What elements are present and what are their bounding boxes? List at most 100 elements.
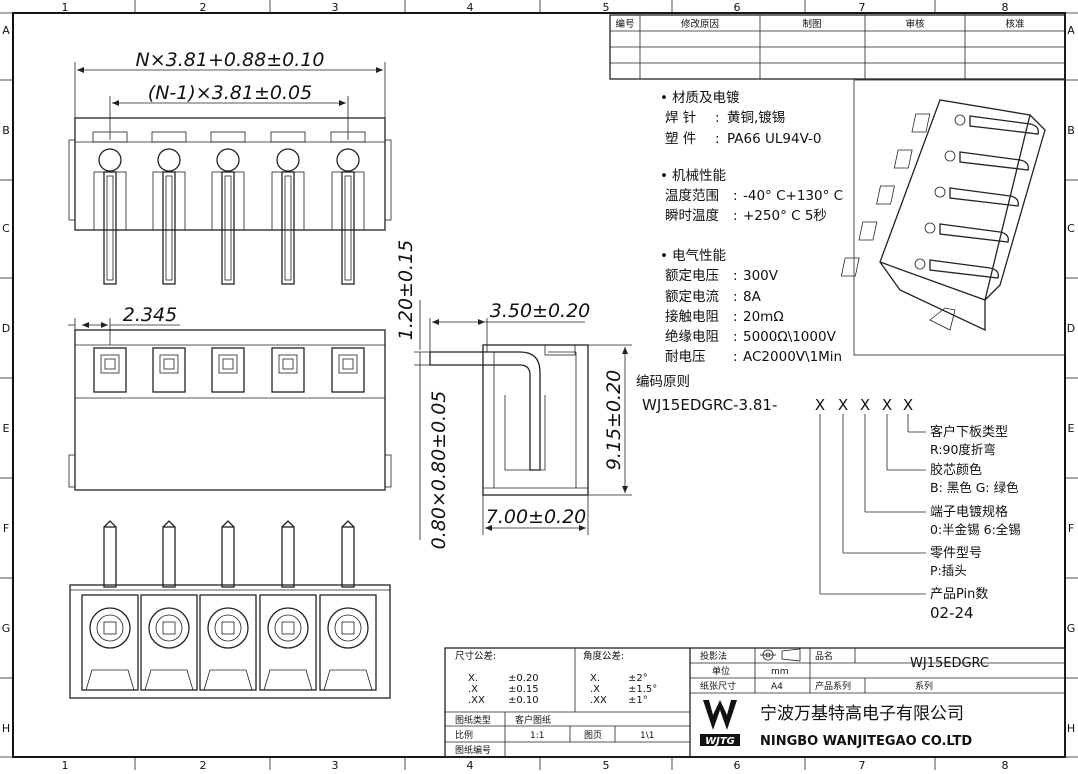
coding-item-detail: R:90度折弯 bbox=[930, 442, 996, 457]
page-label: 图页 bbox=[584, 730, 602, 741]
row-label-left: F bbox=[3, 522, 9, 535]
top-slot bbox=[92, 131, 128, 143]
dim-pitch-span: (N-1)×3.81±0.05 bbox=[148, 82, 312, 104]
row-label-left: C bbox=[2, 222, 10, 235]
angle-tol-key: X. bbox=[590, 673, 600, 684]
spec-instant-temp-label: 瞬时温度 bbox=[665, 208, 719, 224]
spec-contact-res-value: 20mΩ bbox=[743, 309, 784, 325]
spec-temp-range-value: -40° C+130° C bbox=[743, 188, 843, 204]
row-label-right: D bbox=[1067, 322, 1075, 335]
column-label-top: 8 bbox=[1002, 1, 1009, 14]
bottom-screw-inner bbox=[334, 614, 362, 642]
revision-table: 编号 修改原因 制图 审核 核准 bbox=[609, 14, 1066, 80]
bottom-foot bbox=[263, 669, 313, 691]
dim-body-height: 9.15±0.20 bbox=[603, 370, 625, 471]
front-slot bbox=[271, 347, 305, 393]
dim-pin-reach: 3.50±0.20 bbox=[490, 300, 591, 322]
side-view: 1.20±0.15 0.80×0.80±0.05 3.50±0.20 9.15±… bbox=[395, 240, 632, 549]
size-tol-title: 尺寸公差: bbox=[455, 650, 496, 662]
iso-slot bbox=[858, 221, 878, 241]
angle-tol-key: .X bbox=[590, 684, 600, 695]
iso-screw bbox=[914, 258, 926, 270]
row-label-left: B bbox=[2, 124, 10, 137]
bottom-foot bbox=[323, 669, 373, 691]
column-label-bottom: 5 bbox=[603, 759, 610, 770]
top-pin-housing bbox=[93, 171, 127, 231]
bottom-screw-head bbox=[341, 621, 355, 635]
top-slot bbox=[151, 131, 187, 143]
column-label-bottom: 4 bbox=[467, 759, 474, 770]
front-slot bbox=[331, 347, 365, 393]
spec-material-title: 材质及电镀 bbox=[672, 89, 740, 106]
top-pin-housing bbox=[211, 171, 245, 231]
svg-text::: : bbox=[715, 131, 720, 147]
spec-pin-label: 焊 针 bbox=[665, 110, 696, 126]
bottom-cell bbox=[319, 594, 377, 691]
spec-rated-current-value: 8A bbox=[743, 289, 762, 305]
dim-body-depth: 7.00±0.20 bbox=[486, 506, 587, 528]
iso-pin bbox=[929, 259, 999, 279]
bottom-screw-head bbox=[281, 621, 295, 635]
company-logo: WJTG bbox=[700, 700, 740, 747]
size-tol-value: ±0.15 bbox=[508, 684, 539, 695]
svg-text::: : bbox=[733, 309, 738, 325]
series-value: 系列 bbox=[915, 680, 933, 692]
front-slot-opening bbox=[278, 354, 298, 374]
coding-prefix: WJ15EDGRC-3.81- bbox=[642, 396, 777, 414]
size-tol-key: X. bbox=[468, 673, 478, 684]
scale-value: 1:1 bbox=[530, 731, 544, 741]
front-slot bbox=[211, 347, 245, 393]
top-pin-housing bbox=[152, 171, 186, 231]
bottom-screw-outer bbox=[327, 607, 369, 649]
dim-overall-width: N×3.81+0.88±0.10 bbox=[136, 49, 325, 71]
top-pin-inner bbox=[224, 175, 232, 281]
angle-tol-key: .XX bbox=[590, 695, 607, 706]
top-pin bbox=[341, 171, 355, 285]
iso-pin bbox=[969, 115, 1039, 135]
spec-plastic-label: 塑 件 bbox=[665, 131, 696, 147]
rev-header-drawn: 制图 bbox=[802, 18, 821, 30]
drawing-no-label: 图纸编号 bbox=[455, 744, 491, 756]
bottom-screw-inner bbox=[155, 614, 183, 642]
projection-label: 投影法 bbox=[700, 650, 727, 662]
front-slot-square bbox=[342, 358, 354, 370]
bottom-cell bbox=[259, 594, 317, 691]
bottom-screw-outer bbox=[207, 607, 249, 649]
code-placeholder: X bbox=[903, 396, 913, 414]
row-label-right: A bbox=[1067, 24, 1075, 37]
svg-text::: : bbox=[733, 349, 738, 365]
spec-insulation-label: 绝缘电阻 bbox=[665, 329, 719, 345]
iso-pin bbox=[939, 223, 1009, 243]
bottom-screw-head bbox=[103, 621, 117, 635]
column-label-top: 7 bbox=[859, 1, 866, 14]
rev-header-no: 编号 bbox=[615, 18, 634, 30]
iso-screw bbox=[954, 114, 966, 126]
row-label-right: C bbox=[1067, 222, 1075, 235]
top-screw-hole bbox=[216, 148, 240, 172]
bottom-pin bbox=[103, 526, 117, 588]
bottom-screw-head bbox=[221, 621, 235, 635]
angle-tol-value: ±1° bbox=[628, 695, 648, 706]
top-screw-hole bbox=[157, 148, 181, 172]
front-slot-opening bbox=[218, 354, 238, 374]
column-label-top: 4 bbox=[467, 1, 474, 14]
paper-label: 纸张尺寸 bbox=[700, 680, 736, 692]
coding-item-title: 胶芯颜色 bbox=[930, 462, 982, 478]
column-label-top: 1 bbox=[62, 1, 69, 14]
top-slot bbox=[330, 131, 366, 143]
code-placeholder: X bbox=[860, 396, 870, 414]
spec-contact-res-label: 接触电阻 bbox=[665, 308, 719, 325]
coding-item-title: 零件型号 bbox=[930, 546, 982, 561]
company-name-en: NINGBO WANJITEGAO CO.LTD bbox=[760, 734, 972, 749]
front-slot-opening bbox=[159, 354, 179, 374]
bottom-view bbox=[69, 520, 391, 699]
svg-text::: : bbox=[733, 268, 738, 284]
row-label-right: G bbox=[1067, 622, 1076, 635]
coding-item-title: 客户下板类型 bbox=[930, 424, 1008, 440]
spec-elec-title: 电气性能 bbox=[672, 248, 726, 264]
front-slot-square bbox=[163, 358, 175, 370]
row-label-right: E bbox=[1068, 422, 1075, 435]
column-label-bottom: 6 bbox=[734, 759, 741, 770]
